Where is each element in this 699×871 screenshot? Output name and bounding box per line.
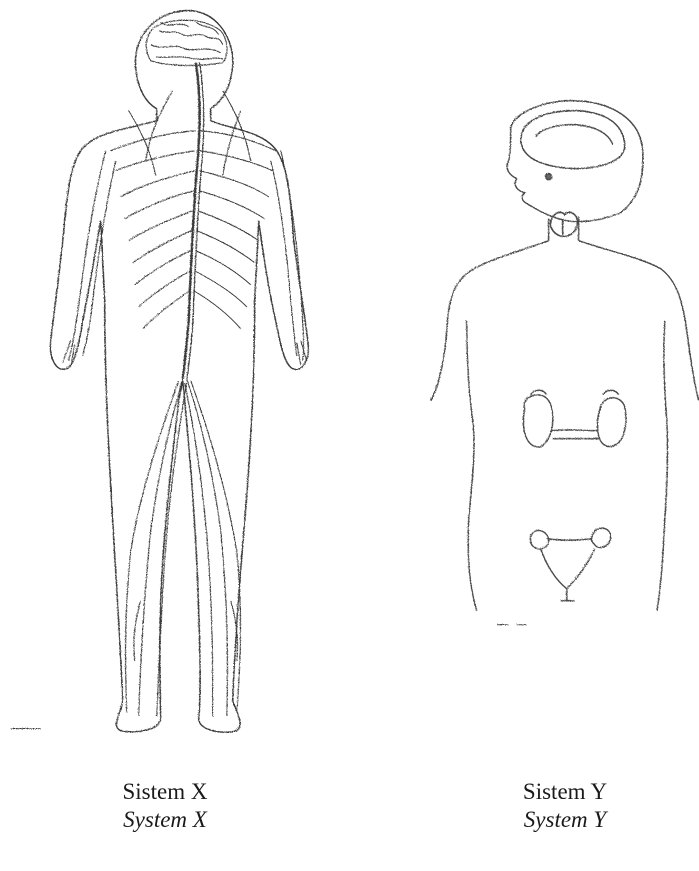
arm-nerves [62, 150, 306, 366]
nervous-system-figure [10, 10, 308, 732]
head-outline [506, 100, 642, 221]
caption-system-y: Sistem Y System Y [460, 778, 670, 834]
kidneys-adrenal [523, 390, 625, 447]
caption-y-italic: System Y [460, 806, 670, 834]
torso-outline [430, 240, 698, 610]
caption-system-x: Sistem X System X [60, 778, 270, 834]
thyroid-gland [550, 212, 577, 236]
endocrine-system-figure [430, 100, 698, 624]
reproductive-glands [530, 527, 610, 600]
caption-x-italic: System X [60, 806, 270, 834]
leg-nerves [125, 378, 240, 716]
brain-outline [520, 110, 624, 168]
body-outline [50, 10, 308, 732]
spinal-cord [182, 62, 199, 378]
pituitary-gland [545, 173, 551, 179]
caption-y-main: Sistem Y [460, 778, 670, 806]
caption-x-main: Sistem X [60, 778, 270, 806]
brain [146, 19, 227, 64]
